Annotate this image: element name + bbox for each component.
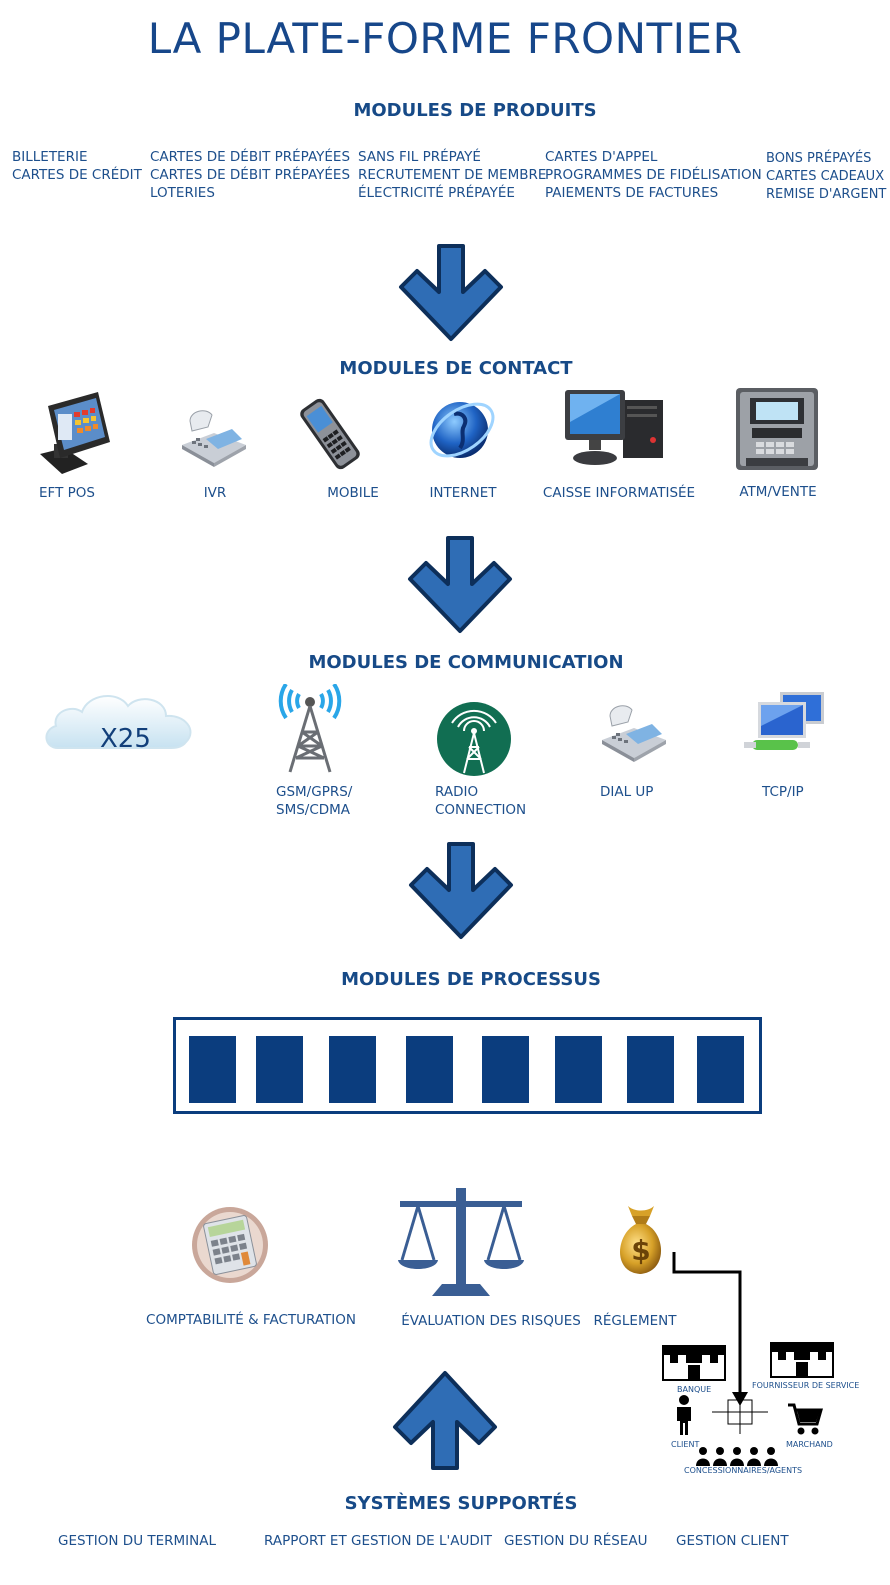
x25-label: X25 [100,724,151,754]
contact-label-eft-pos: EFT POS [39,485,95,501]
comm-label-gsm: GSM/GPRS/ SMS/CDMA [276,784,353,818]
process-block [555,1036,602,1103]
cloud-icon [42,686,198,754]
agents-group-icon [695,1446,779,1466]
process-block [697,1036,744,1103]
product-item: REMISE D'ARGENT [766,187,887,202]
products-column-2: CARTES DE DÉBIT PRÉPAYÉES CARTES DE DÉBI… [150,148,350,202]
process-block [406,1036,453,1103]
bank-label: BANQUE [677,1385,712,1394]
supported-item: RAPPORT ET GESTION DE L'AUDIT [264,1533,492,1549]
bank-building-icon [662,1345,726,1381]
contact-heading: MODULES DE CONTACT [339,358,573,379]
svg-text:$: $ [631,1234,650,1267]
process-block [482,1036,529,1103]
network-computers-icon [742,690,830,764]
product-item: CARTES D'APPEL [545,149,658,165]
down-arrow-icon [395,240,507,344]
comm-label-dialup: DIAL UP [600,784,654,800]
calculator-icon [190,1205,270,1285]
products-column-5: BONS PRÉPAYÉS CARTES CADEAUX REMISE D'AR… [766,150,886,204]
product-item: BILLETERIE [12,149,88,165]
dial-up-phone-icon [598,700,668,762]
products-column-3: SANS FIL PRÉPAYÉ RECRUTEMENT DE MEMBRE É… [358,148,546,202]
contact-label-ivr: IVR [203,485,227,501]
service-provider-building-icon [770,1342,834,1378]
mobile-phone-icon [292,396,368,472]
product-item: CARTES DE DÉBIT PRÉPAYÉES [150,149,351,165]
process-block [189,1036,236,1103]
desktop-computer-icon [563,388,667,470]
product-item: LOTERIES [150,185,215,201]
product-item: SANS FIL PRÉPAYÉ [358,149,481,165]
products-heading: MODULES DE PRODUITS [353,100,597,121]
product-item: CARTES DE CRÉDIT [12,167,142,183]
product-item: RECRUTEMENT DE MEMBRE [358,167,547,183]
communication-heading: MODULES DE COMMUNICATION [308,652,624,673]
contact-label-atm: ATM/VENTE [739,484,817,500]
process-block [329,1036,376,1103]
products-column-4: CARTES D'APPEL PROGRAMMES DE FIDÉLISATIO… [545,148,762,202]
process-heading: MODULES DE PROCESSUS [341,969,601,990]
service-provider-label: FOURNISSEUR DE SERVICE [752,1381,860,1390]
product-item: CARTES CADEAUX [766,169,885,184]
supported-item: GESTION CLIENT [676,1533,789,1549]
hub-cross-icon [712,1390,768,1434]
supported-item: GESTION DU RÉSEAU [504,1533,648,1549]
product-item: ÉLECTRICITÉ PRÉPAYÉE [358,185,515,201]
contact-label-internet: INTERNET [429,485,497,501]
supported-item: GESTION DU TERMINAL [58,1533,217,1549]
process-label-settlement: RÉGLEMENT [593,1313,677,1329]
scales-icon [396,1186,526,1298]
internet-globe-icon [424,396,498,464]
cell-tower-icon [278,684,342,774]
supported-heading: SYSTÈMES SUPPORTÉS [344,1493,578,1514]
product-item: BONS PRÉPAYÉS [766,151,872,166]
product-item: PAIEMENTS DE FACTURES [545,185,719,201]
up-arrow-icon [389,1366,501,1474]
client-person-icon [674,1395,694,1437]
process-label-accounting: COMPTABILITÉ & FACTURATION [146,1312,356,1328]
comm-label-tcpip: TCP/IP [762,784,804,800]
process-block [256,1036,303,1103]
process-label-risk: ÉVALUATION DES RISQUES [401,1313,581,1329]
process-modules-box [173,1017,762,1114]
client-label: CLIENT [671,1440,700,1449]
down-arrow-icon [404,532,516,636]
contact-label-caisse: CAISSE INFORMATISÉE [542,485,696,501]
shopping-cart-icon [787,1402,823,1436]
product-item: PROGRAMMES DE FIDÉLISATION [545,167,762,183]
pos-terminal-icon [34,392,114,480]
page-title: LA PLATE-FORME FRONTIER [147,14,743,63]
merchant-label: MARCHAND [786,1440,833,1449]
contact-label-mobile: MOBILE [327,485,379,501]
down-arrow-icon [405,838,517,942]
money-bag-icon: $ [610,1200,672,1278]
process-block [627,1036,674,1103]
products-column-1: BILLETERIE CARTES DE CRÉDIT [12,148,142,184]
radio-tower-icon [436,701,512,777]
agents-label: CONCESSIONNAIRES/AGENTS [684,1466,803,1475]
product-item: CARTES DE DÉBIT PRÉPAYÉES [150,167,351,183]
comm-label-radio: RADIO CONNECTION [435,784,527,818]
desk-phone-icon [178,405,248,467]
atm-machine-icon [734,386,820,472]
